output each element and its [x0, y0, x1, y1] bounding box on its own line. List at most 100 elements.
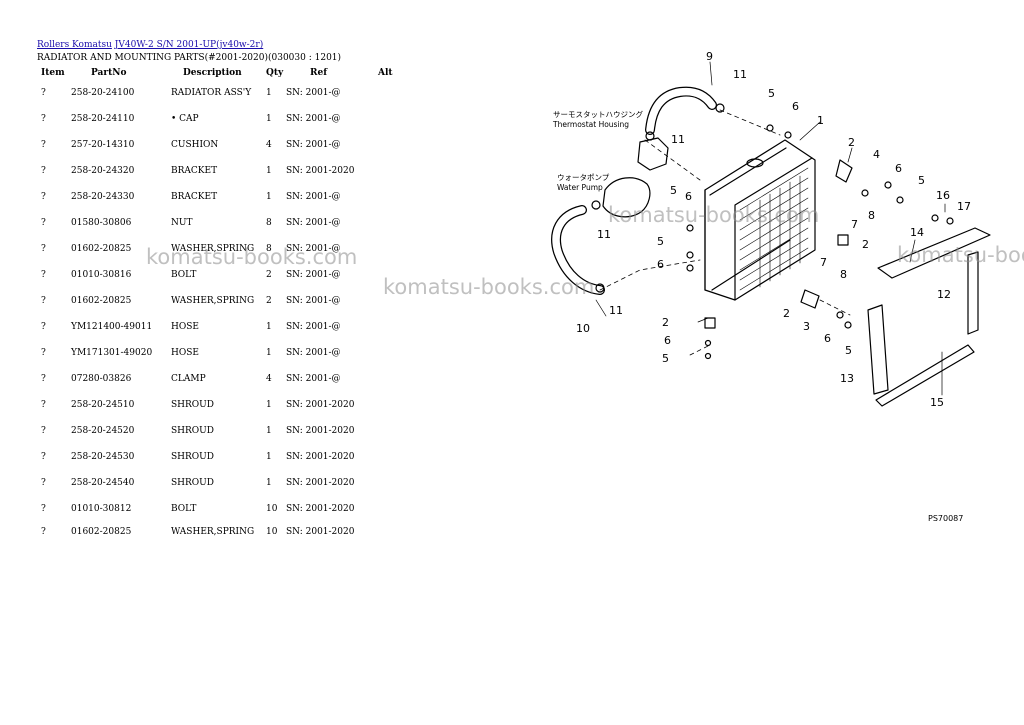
cell-ref: SN: 2001-@ [286, 192, 341, 202]
callout-2: 2 [848, 136, 855, 149]
cell-qty: 1 [266, 166, 272, 176]
cell-qty: 1 [266, 348, 272, 358]
cell-item: ? [41, 452, 46, 462]
cell-qty: 1 [266, 426, 272, 436]
cell-description: BOLT [171, 270, 197, 280]
header-description: Description [183, 68, 242, 78]
cell-description: CLAMP [171, 374, 206, 384]
breadcrumb-link-model[interactable]: JV40W-2 S/N 2001-UP(jv40w-2r) [114, 40, 264, 50]
callout-2b: 2 [862, 238, 869, 251]
callout-6d: 6 [895, 162, 902, 175]
callout-5c: 5 [657, 235, 664, 248]
cell-qty: 1 [266, 400, 272, 410]
cell-item: ? [41, 192, 46, 202]
callout-6f: 6 [664, 334, 671, 347]
cell-item: ? [41, 348, 46, 358]
label-thermostat-en: Thermostat Housing [552, 120, 629, 129]
shroud-15 [875, 344, 975, 407]
cell-partno: 257-20-14310 [71, 140, 135, 150]
cell-partno: 07280-03826 [71, 374, 132, 384]
callout-3: 3 [803, 320, 810, 333]
cell-qty: 8 [266, 244, 272, 254]
callout-8b: 8 [840, 268, 847, 281]
cell-ref: SN: 2001-2020 [286, 400, 355, 410]
callout-11c: 11 [597, 228, 611, 241]
cell-ref: SN: 2001-@ [286, 348, 341, 358]
cell-alt [378, 366, 398, 392]
cell-description: SHROUD [171, 452, 214, 462]
shroud-14 [877, 227, 991, 279]
callout-5f: 5 [662, 352, 669, 365]
cell-qty: 1 [266, 322, 272, 332]
cell-partno: 258-20-24110 [71, 114, 135, 124]
cell-qty: 1 [266, 192, 272, 202]
cell-partno: 258-20-24520 [71, 426, 135, 436]
cell-item: ? [41, 244, 46, 254]
cell-ref: SN: 2001-2020 [286, 527, 355, 537]
lower-hose-inner [552, 206, 604, 294]
cell-ref: SN: 2001-2020 [286, 166, 355, 176]
cell-description: SHROUD [171, 478, 214, 488]
cell-item: ? [41, 218, 46, 228]
cell-partno: 01580-30806 [71, 218, 132, 228]
cell-description: BOLT [171, 504, 197, 514]
callout-2d: 2 [662, 316, 669, 329]
callout-14: 14 [910, 226, 924, 239]
cell-qty: 4 [266, 374, 272, 384]
radiator-fins [739, 167, 809, 291]
callout-6c: 6 [657, 258, 664, 271]
callout-17: 17 [957, 200, 971, 213]
cell-item: ? [41, 166, 46, 176]
callout-16: 16 [936, 189, 950, 202]
breadcrumb-link-rollers-komatsu[interactable]: Rollers Komatsu [37, 40, 112, 50]
cell-description: SHROUD [171, 426, 214, 436]
cell-alt [378, 132, 398, 158]
cell-ref: SN: 2001-@ [286, 140, 341, 150]
cell-alt [378, 236, 398, 262]
header-alt: Alt [378, 68, 393, 78]
water-pump [602, 177, 651, 218]
cell-item: ? [41, 374, 46, 384]
callout-15: 15 [930, 396, 944, 409]
cell-ref: SN: 2001-@ [286, 114, 341, 124]
watermark: komatsu-books.com [146, 245, 358, 269]
cell-item: ? [41, 296, 46, 306]
cell-alt [378, 496, 398, 522]
bracket-lower [800, 289, 820, 309]
cell-ref: SN: 2001-@ [286, 296, 341, 306]
callout-9: 9 [706, 50, 713, 63]
label-thermostat-jp: サーモスタットハウジング [553, 109, 643, 119]
cell-description: HOSE [171, 322, 199, 332]
cell-ref: SN: 2001-@ [286, 270, 341, 280]
radiator-cap [746, 158, 764, 168]
cell-partno: 258-20-24540 [71, 478, 135, 488]
page-title: RADIATOR AND MOUNTING PARTS(#2001-2020)(… [37, 53, 342, 63]
cell-partno: YM171301-49020 [71, 348, 153, 358]
cell-alt [378, 444, 398, 470]
header-partno: PartNo [91, 68, 127, 78]
cell-description: WASHER,SPRING [171, 296, 255, 306]
cell-description: RADIATOR ASS'Y [171, 88, 252, 98]
cell-ref: SN: 2001-@ [286, 88, 341, 98]
parts-diagram: サーモスタットハウジング Thermostat Housing ウォータポンプ … [551, 50, 991, 523]
cell-ref: SN: 2001-2020 [286, 504, 355, 514]
callout-1: 1 [817, 114, 824, 127]
cell-item: ? [41, 140, 46, 150]
callout-13: 13 [840, 372, 854, 385]
cell-partno: 258-20-24100 [71, 88, 135, 98]
callout-5b: 5 [670, 184, 677, 197]
cell-qty: 1 [266, 88, 272, 98]
callout-12: 12 [937, 288, 951, 301]
cell-ref: SN: 2001-@ [286, 374, 341, 384]
cell-description: SHROUD [171, 400, 214, 410]
callout-2c: 2 [783, 307, 790, 320]
cell-partno: 01602-20825 [71, 527, 132, 537]
cell-alt [378, 158, 398, 184]
cell-partno: YM121400-49011 [71, 322, 153, 332]
